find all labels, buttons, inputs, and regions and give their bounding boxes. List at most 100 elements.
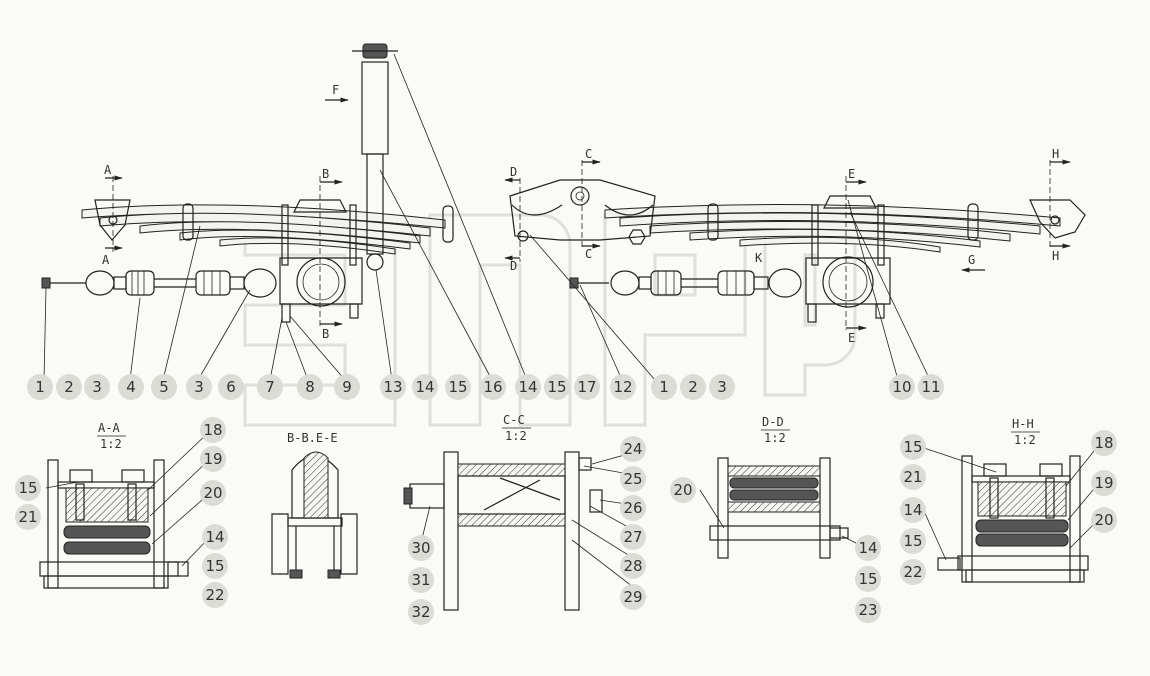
section-callouts: 1521181920141522303132242526272829201415… bbox=[15, 417, 1117, 625]
callout-bubble bbox=[651, 374, 677, 400]
callout-number: 15 bbox=[205, 557, 224, 575]
callout-bubble bbox=[620, 466, 646, 492]
callout-number: 15 bbox=[903, 532, 922, 550]
section-b-b-e-e-title: B-B.E-E bbox=[287, 431, 338, 445]
callout-bubble bbox=[1091, 430, 1117, 456]
callout-bubble bbox=[202, 524, 228, 550]
callout-bubble bbox=[480, 374, 506, 400]
callout-26: 26 bbox=[620, 495, 646, 521]
section-c-c-scale: 1:2 bbox=[505, 429, 527, 443]
marker-f: F bbox=[332, 83, 339, 97]
callout-number: 17 bbox=[577, 378, 596, 396]
callout-14: 14 bbox=[202, 524, 228, 550]
callout-number: 29 bbox=[623, 588, 642, 606]
callout-bubble bbox=[257, 374, 283, 400]
callout-12: 12 bbox=[610, 374, 636, 400]
callout-number: 4 bbox=[126, 378, 136, 396]
callout-bubble bbox=[515, 374, 541, 400]
callout-number: 14 bbox=[518, 378, 537, 396]
callout-bubble bbox=[855, 566, 881, 592]
section-c-c-view: C-C 1:2 bbox=[403, 413, 647, 611]
callout-1: 1 bbox=[27, 374, 53, 400]
callout-8: 8 bbox=[297, 374, 323, 400]
callout-20: 20 bbox=[200, 480, 226, 506]
callout-bubble bbox=[84, 374, 110, 400]
callout-number: 3 bbox=[194, 378, 204, 396]
callout-10: 10 bbox=[889, 374, 915, 400]
callout-15: 15 bbox=[900, 528, 926, 554]
callout-19: 19 bbox=[200, 446, 226, 472]
section-h-h-view: H-H 1:2 bbox=[923, 417, 1099, 583]
section-cut-lines bbox=[105, 97, 1071, 331]
callout-bubble bbox=[855, 535, 881, 561]
callout-number: 15 bbox=[858, 570, 877, 588]
callout-number: 27 bbox=[623, 528, 642, 546]
callout-number: 1 bbox=[35, 378, 45, 396]
callout-21: 21 bbox=[900, 464, 926, 490]
callout-bubble bbox=[610, 374, 636, 400]
callout-number: 12 bbox=[613, 378, 632, 396]
marker-h-top: H bbox=[1052, 147, 1059, 161]
marker-e-bottom: E bbox=[848, 331, 855, 345]
marker-e-top: E bbox=[848, 167, 855, 181]
callout-3: 3 bbox=[709, 374, 735, 400]
callout-number: 31 bbox=[411, 571, 430, 589]
callout-bubble bbox=[412, 374, 438, 400]
callout-number: 14 bbox=[415, 378, 434, 396]
callout-number: 19 bbox=[1094, 474, 1113, 492]
callout-bubble bbox=[620, 495, 646, 521]
marker-c-top: C bbox=[585, 147, 592, 161]
callout-number: 3 bbox=[92, 378, 102, 396]
callout-bubble bbox=[620, 553, 646, 579]
callout-14: 14 bbox=[412, 374, 438, 400]
callout-number: 10 bbox=[892, 378, 911, 396]
callout-14: 14 bbox=[515, 374, 541, 400]
callout-number: 28 bbox=[623, 557, 642, 575]
marker-a-bottom: A bbox=[102, 253, 110, 267]
callout-number: 1 bbox=[659, 378, 669, 396]
callout-14: 14 bbox=[855, 535, 881, 561]
callout-bubble bbox=[855, 597, 881, 623]
marker-b-top: B bbox=[322, 167, 329, 181]
callout-number: 16 bbox=[483, 378, 502, 396]
callout-32: 32 bbox=[408, 599, 434, 625]
callout-bubble bbox=[218, 374, 244, 400]
leader-lines bbox=[43, 53, 931, 381]
callout-number: 15 bbox=[547, 378, 566, 396]
callout-bubble bbox=[900, 434, 926, 460]
callout-number: 14 bbox=[205, 528, 224, 546]
callout-number: 26 bbox=[623, 499, 642, 517]
callout-25: 25 bbox=[620, 466, 646, 492]
callout-number: 15 bbox=[903, 438, 922, 456]
callout-bubble bbox=[202, 553, 228, 579]
callout-bubble bbox=[408, 599, 434, 625]
callout-bubble bbox=[670, 477, 696, 503]
callout-number: 3 bbox=[717, 378, 727, 396]
callout-20: 20 bbox=[670, 477, 696, 503]
section-a-a-scale: 1:2 bbox=[100, 437, 122, 451]
callout-bubble bbox=[27, 374, 53, 400]
callout-bubble bbox=[445, 374, 471, 400]
callout-bubble bbox=[680, 374, 706, 400]
callout-15: 15 bbox=[900, 434, 926, 460]
callout-bubble bbox=[574, 374, 600, 400]
callout-number: 20 bbox=[203, 484, 222, 502]
callout-number: 25 bbox=[623, 470, 642, 488]
callout-6: 6 bbox=[218, 374, 244, 400]
callout-number: 15 bbox=[18, 479, 37, 497]
callout-20: 20 bbox=[1091, 507, 1117, 533]
callout-number: 20 bbox=[1094, 511, 1113, 529]
callout-15: 15 bbox=[445, 374, 471, 400]
callout-bubble bbox=[186, 374, 212, 400]
callout-number: 15 bbox=[448, 378, 467, 396]
callout-15: 15 bbox=[855, 566, 881, 592]
callout-1: 1 bbox=[651, 374, 677, 400]
callout-3: 3 bbox=[186, 374, 212, 400]
callout-21: 21 bbox=[15, 504, 41, 530]
section-a-a-title: A-A bbox=[98, 421, 120, 435]
callout-15: 15 bbox=[544, 374, 570, 400]
main-assembly-view: A A B B C C D D E E H H F G K bbox=[41, 43, 1086, 381]
callout-13: 13 bbox=[380, 374, 406, 400]
callout-number: 2 bbox=[64, 378, 74, 396]
